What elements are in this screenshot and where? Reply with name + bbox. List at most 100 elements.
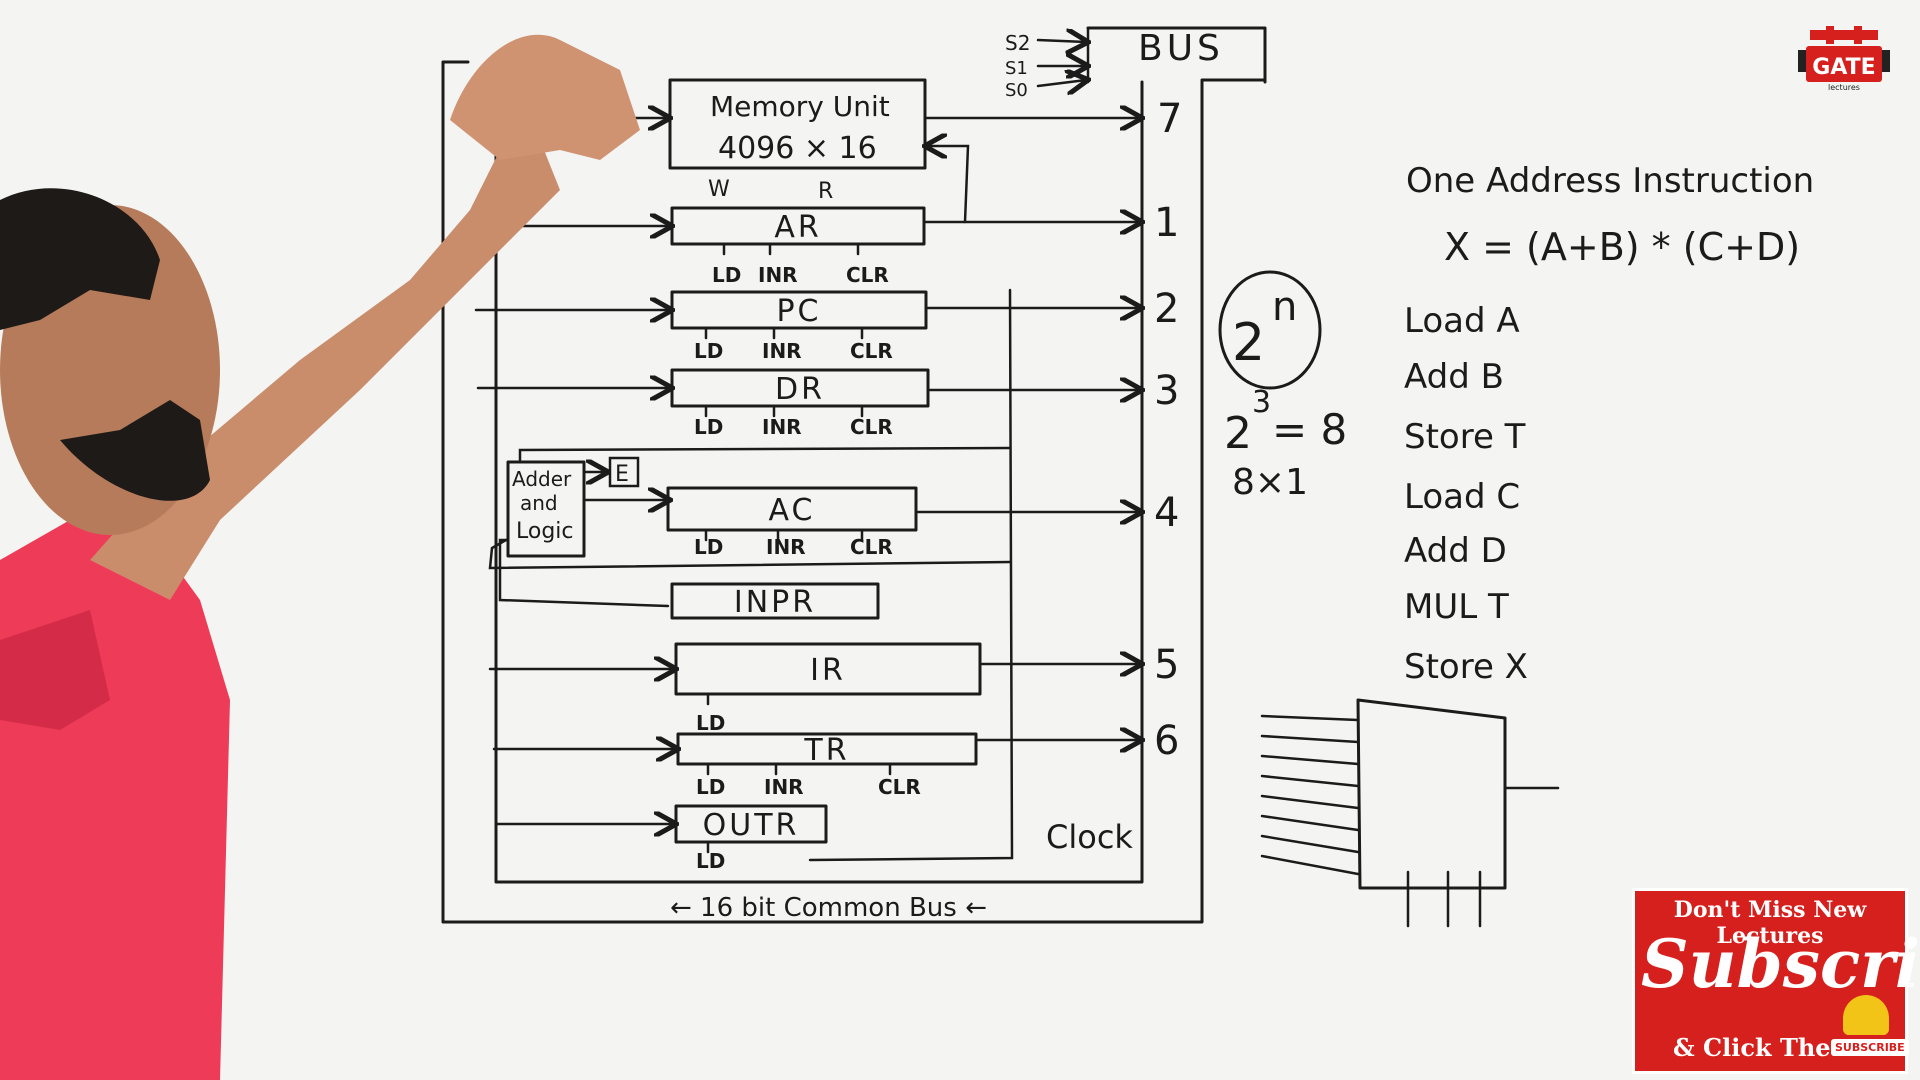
- select-lines: S2 S1 S0: [1005, 31, 1086, 101]
- two-cubed-base: 2: [1224, 408, 1252, 459]
- memory-bus-number: 7: [1157, 96, 1182, 142]
- two-power-n-exp: n: [1272, 284, 1297, 330]
- control-ld: LD: [694, 535, 723, 559]
- select-line-s2: S2: [1005, 31, 1030, 55]
- logo-sub: lectures: [1828, 83, 1860, 92]
- control-ld: LD: [712, 263, 741, 287]
- register-name: INPR: [734, 585, 816, 620]
- memory-unit: Memory Unit 4096 × 16 W R 7: [558, 78, 1182, 224]
- mux-input-line: [1260, 794, 1360, 810]
- control-clr: CLR: [850, 535, 893, 559]
- instruction-step: Load A: [1404, 301, 1520, 341]
- instruction-step: Add D: [1404, 531, 1507, 571]
- two-cubed-result: = 8: [1272, 405, 1347, 454]
- clock-label: Clock: [1046, 818, 1133, 856]
- subscribe-top-text: Don't Miss New Lectures: [1673, 897, 1867, 949]
- subscribe-bottom-text: & Click The: [1673, 1033, 1831, 1062]
- mux-input-line: [1260, 774, 1360, 788]
- register-pc: PC LD INR CLR 2: [474, 286, 1179, 363]
- register-name: OUTR: [703, 808, 800, 843]
- register-name: AR: [774, 210, 821, 245]
- two-power-n-base: 2: [1232, 313, 1265, 373]
- instruction-heading: One Address Instruction: [1406, 161, 1814, 201]
- mux-size: 8×1: [1232, 462, 1308, 503]
- control-ld: LD: [696, 711, 725, 735]
- memory-write-label: W: [708, 177, 730, 202]
- mux-input-line: [1260, 734, 1360, 744]
- control-clr: CLR: [850, 339, 893, 363]
- side-notes: 2 n 2 3 = 8 8×1: [1218, 270, 1347, 503]
- control-inr: INR: [766, 535, 806, 559]
- control-clr: CLR: [846, 263, 889, 287]
- select-line-s1: S1: [1005, 58, 1028, 79]
- control-clr: CLR: [850, 415, 893, 439]
- mux-input-line: [1260, 754, 1360, 766]
- control-ld: LD: [696, 849, 725, 873]
- register-name: PC: [776, 294, 821, 329]
- register-ir: IR LD 5: [488, 642, 1179, 735]
- mux-input-line: [1260, 814, 1360, 832]
- instruction-step: Add B: [1404, 357, 1504, 397]
- bus-box: [1086, 26, 1267, 84]
- channel-logo: GATE lectures: [1796, 24, 1892, 94]
- mux-8x1: [1260, 698, 1560, 928]
- register-name: DR: [775, 372, 825, 407]
- presenter: [0, 34, 640, 1080]
- register-ar: AR LD INR CLR 1: [468, 200, 1179, 287]
- subscribe-main-text: Subscribe: [1641, 925, 1920, 1003]
- select-line-s0: S0: [1005, 80, 1028, 101]
- register-ac: AC LD INR CLR 4: [666, 486, 1179, 559]
- bus-number-2: 2: [1154, 286, 1179, 332]
- memory-read-label: R: [818, 179, 833, 204]
- register-tr: TR LD INR CLR 6: [492, 718, 1179, 799]
- bus-number-1: 1: [1154, 200, 1179, 246]
- register-name: AC: [769, 493, 816, 528]
- register-name: IR: [810, 653, 846, 688]
- bus-number-6: 6: [1154, 718, 1179, 764]
- control-clr: CLR: [878, 775, 921, 799]
- logo-text: GATE: [1812, 55, 1875, 80]
- adder-and-logic: Adder and Logic E: [488, 446, 1012, 608]
- register-inpr: INPR: [670, 582, 880, 620]
- memory-unit-size: 4096 × 16: [718, 131, 877, 166]
- two-cubed-exp: 3: [1252, 385, 1271, 420]
- youtube-subscribe-badge[interactable]: SUBSCRIBE: [1831, 1039, 1909, 1056]
- instruction-step: Store T: [1404, 417, 1526, 457]
- adder-line-3: Logic: [516, 519, 574, 544]
- control-ld: LD: [694, 339, 723, 363]
- mux-input-line: [1260, 834, 1360, 854]
- control-ld: LD: [696, 775, 725, 799]
- adder-line-1: Adder: [512, 467, 572, 491]
- instruction-notes: One Address Instruction X = (A+B) * (C+D…: [1404, 161, 1814, 687]
- registers: AR LD INR CLR 1PC LD INR CLR 2DR LD INR CLR 3AC LD INR…: [468, 200, 1179, 873]
- memory-unit-label: Memory Unit: [710, 90, 890, 123]
- instruction-step: MUL T: [1404, 587, 1509, 627]
- register-outr: OUTR LD: [494, 804, 828, 873]
- mux-input-line: [1260, 854, 1360, 876]
- control-inr: INR: [764, 775, 804, 799]
- bus-number-4: 4: [1154, 490, 1179, 536]
- bus-title: BUS: [1138, 28, 1224, 69]
- bus-number-5: 5: [1154, 642, 1179, 688]
- clock-line: Clock: [808, 288, 1133, 862]
- e-flag: E: [615, 462, 629, 487]
- instruction-step: Load C: [1404, 477, 1520, 517]
- register-dr: DR LD INR CLR 3: [476, 368, 1179, 439]
- register-box: [670, 582, 880, 620]
- bus-caption: ← 16 bit Common Bus ←: [670, 893, 987, 923]
- instruction-expression: X = (A+B) * (C+D): [1444, 225, 1800, 269]
- bell-icon: [1843, 995, 1889, 1035]
- control-inr: INR: [758, 263, 798, 287]
- common-bus-outer-loop: [441, 60, 1267, 924]
- control-ld: LD: [694, 415, 723, 439]
- control-inr: INR: [762, 339, 802, 363]
- common-bus-inner-line: [494, 80, 1144, 884]
- bus-number-3: 3: [1154, 368, 1179, 414]
- register-name: TR: [803, 733, 849, 768]
- mux-input-line: [1260, 714, 1360, 722]
- control-inr: INR: [762, 415, 802, 439]
- subscribe-banner[interactable]: Don't Miss New Lectures Subscribe & Clic…: [1632, 888, 1920, 1074]
- instruction-step: Store X: [1404, 647, 1528, 687]
- adder-line-2: and: [520, 491, 558, 515]
